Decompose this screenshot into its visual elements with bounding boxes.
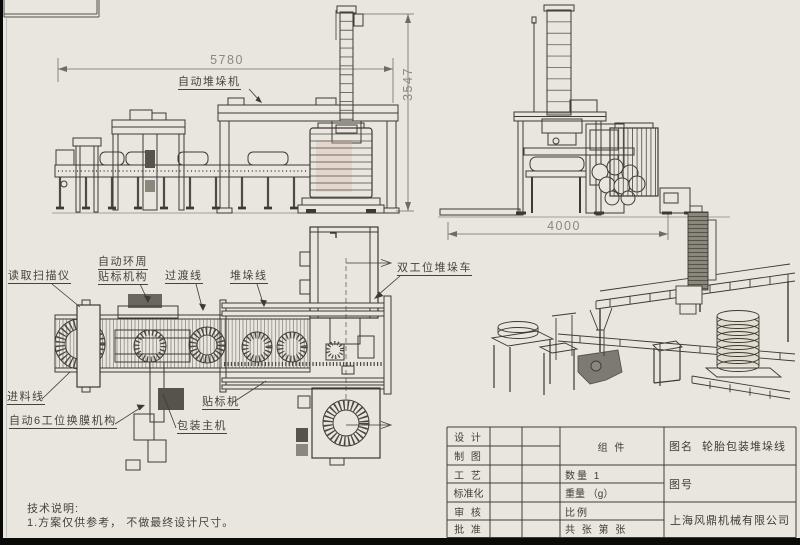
titleblock-component: 组 件 <box>597 442 627 454</box>
technical-notes-heading: 技术说明: <box>27 503 80 515</box>
screen-edge-bottom <box>0 538 800 545</box>
titleblock-sheets: 共 张 第 张 <box>565 525 628 536</box>
titleblock-drawing-name-cell: 图名 轮胎包装堆垛线 <box>664 427 800 465</box>
label-infeed-line: 进料线 <box>7 391 45 405</box>
titleblock-quantity: 数量 1 <box>565 470 602 482</box>
label-labeler: 贴标机 <box>202 396 240 410</box>
dim-side-width: 4000 <box>547 219 581 233</box>
dim-front-width: 5780 <box>210 53 244 67</box>
title-block-grid <box>446 426 797 538</box>
drawing-name-value: 轮胎包装堆垛线 <box>702 441 786 453</box>
titleblock-row-process: 工 艺 <box>454 470 483 482</box>
titleblock-scale: 比例 <box>565 507 589 519</box>
label-dual-station-cart: 双工位堆垛车 <box>397 262 472 276</box>
screen-edge-left <box>0 0 3 545</box>
technical-notes: 技术说明: 1.方案仅供参考， 不做最终设计尺寸。 <box>27 502 234 530</box>
dim-front-height: 3547 <box>401 67 415 101</box>
front-view-drawing <box>52 5 414 214</box>
label-stacking-line: 堆垛线 <box>230 270 268 284</box>
label-wrap-line2: 贴标机构 <box>98 271 148 285</box>
side-view-drawing <box>438 4 730 240</box>
titleblock-row-standard: 标准化 <box>453 489 484 500</box>
titleblock-row-approve: 批 准 <box>454 525 483 536</box>
sheet-frame-fragment <box>3 0 100 537</box>
plan-view-drawing <box>41 226 401 471</box>
titleblock-row-draft: 制 图 <box>454 452 483 463</box>
titleblock-row-review: 审 核 <box>454 507 483 519</box>
label-auto-stacker: 自动堆垛机 <box>178 76 241 90</box>
label-wrap-line1: 自动环周 <box>98 256 148 270</box>
titleblock-weight: 重量 （g） <box>565 489 614 500</box>
plan-leader-lines <box>41 275 401 429</box>
label-transition-line: 过渡线 <box>165 270 203 284</box>
drawing-name-label: 图名 <box>669 441 693 453</box>
label-scanner: 读取扫描仪 <box>8 270 71 284</box>
label-film-changer: 自动6工位换膜机构 <box>9 415 117 429</box>
label-packing-host: 包装主机 <box>177 420 227 434</box>
titleblock-row-design: 设 计 <box>454 433 483 444</box>
titleblock-drawing-number: 图号 <box>669 478 693 491</box>
titleblock-company: 上海风鼎机械有限公司 <box>670 514 790 527</box>
technical-notes-line1: 1.方案仅供参考， 不做最终设计尺寸。 <box>27 517 235 529</box>
iso-view-drawing <box>490 205 796 400</box>
